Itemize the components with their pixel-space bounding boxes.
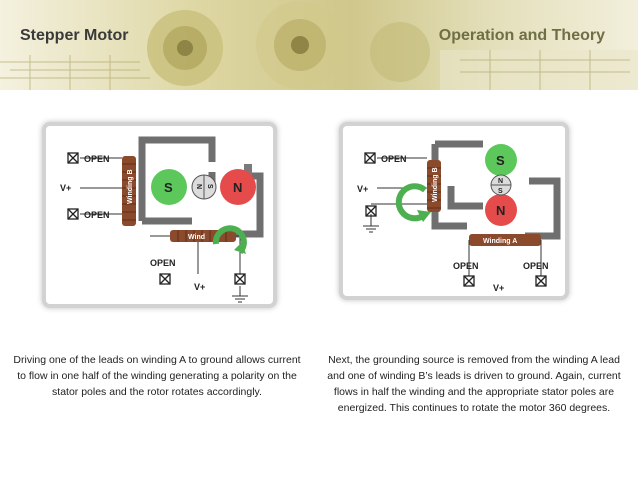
right-rotor-s: S: [498, 188, 503, 195]
left-winding-a-label: Wind: [188, 234, 205, 241]
left-caption: Driving one of the leads on winding A to…: [13, 354, 301, 398]
left-terminals: [67, 152, 246, 285]
right-south-pole-label: S: [496, 153, 505, 168]
left-north-pole-label: N: [233, 180, 242, 195]
left-rotor-s: S: [206, 184, 213, 189]
right-vplus-bottom-label: V+: [493, 283, 504, 293]
right-north-pole-label: N: [496, 203, 505, 218]
right-open-bottom-right-label: OPEN: [523, 261, 549, 271]
header-decoration: [0, 1, 638, 90]
right-rotor-n: N: [498, 178, 503, 185]
right-diagram-frame: Winding B Winding A OPEN V+: [339, 122, 569, 300]
left-vplus-label: V+: [60, 183, 71, 193]
left-vplus-bottom-label: V+: [194, 282, 205, 292]
right-south-pole: [485, 144, 517, 176]
left-rotation-arrow-icon: [212, 225, 247, 255]
right-open-top-label: OPEN: [381, 154, 407, 164]
right-vplus-label: V+: [357, 184, 368, 194]
left-south-pole-label: S: [164, 180, 173, 195]
right-open-bottom-left-label: OPEN: [453, 261, 479, 271]
right-north-pole: [485, 194, 517, 226]
left-open-top-label: OPEN: [84, 154, 110, 164]
left-south-pole: [151, 169, 187, 205]
right-rotation-arrow-icon: [395, 183, 427, 222]
right-terminals: [364, 152, 547, 287]
right-winding-b-label: Winding B: [432, 167, 439, 202]
right-caption: Next, the grounding source is removed fr…: [327, 354, 621, 414]
left-open-mid-label: OPEN: [84, 210, 110, 220]
section-title: Operation and Theory: [438, 27, 605, 44]
left-diagram: Winding B Wind: [60, 136, 264, 303]
left-winding-b: [122, 156, 136, 226]
right-winding-a-label: Winding A: [483, 238, 517, 245]
right-winding-b: [427, 160, 441, 212]
right-diagram: Winding B Winding A OPEN V+: [357, 140, 561, 293]
left-north-pole: [220, 169, 256, 205]
left-rotor-n: N: [195, 184, 202, 189]
page-title: Stepper Motor: [20, 27, 129, 44]
right-winding-a: [469, 234, 541, 246]
header-banner: Stepper Motor Operation and Theory: [0, 0, 638, 90]
left-winding-b-label: Winding B: [127, 169, 134, 204]
left-diagram-frame: Winding B Wind: [42, 122, 277, 308]
left-open-bottom-label: OPEN: [150, 258, 176, 268]
